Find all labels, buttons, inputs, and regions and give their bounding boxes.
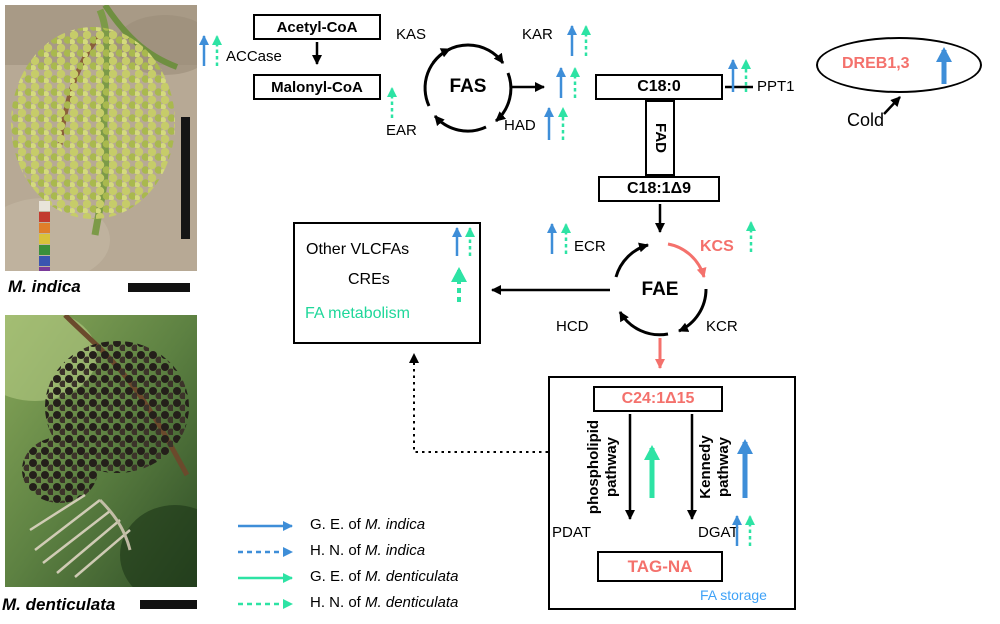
vlcfa-line2: CREs [348,271,390,288]
photo-bottom-label: M. denticulata [2,595,116,614]
legend-item-hn-indica: H. N. of M. indica [310,542,425,559]
node-tag-na: TAG-NA [597,551,723,582]
legend-item-ge-denticulata: G. E. of M. denticulata [310,568,458,585]
legend-arrows [238,521,293,609]
scale-bar-top [128,283,190,292]
enzyme-accase: ACCase [226,48,282,65]
node-c24-1d15: C24:1Δ15 [593,386,723,412]
dreb-ellipse [816,37,982,93]
legend-item-ge-indica: G. E. of M. indica [310,516,425,533]
enzyme-hcd: HCD [556,318,589,335]
node-fad [645,100,675,176]
node-c18-0: C18:0 [595,74,723,100]
legend-species: M. indica [365,542,426,559]
phospholipid-line1: phospholipid [585,419,602,515]
legend-prefix: G. E. of [310,568,366,585]
arrow-cold-to-dreb [883,96,901,115]
enzyme-kas: KAS [396,26,427,43]
photo-m-denticulata [5,315,197,587]
legend-prefix: H. N. of [310,542,366,559]
photo-top-label: M. indica [8,277,81,296]
legend-prefix: G. E. of [310,516,366,533]
kennedy-line2: pathway [715,437,732,498]
vlcfa-box [293,222,481,344]
enzyme-kar: KAR [522,26,553,43]
m-indica-photo-illustration [5,5,197,271]
enzyme-ecr: ECR [574,238,606,255]
legend-item-hn-denticulata: H. N. of M. denticulata [310,594,458,611]
fas-cycle-label: FAS [449,76,487,97]
enzyme-kcs: KCS [700,238,734,255]
node-acetyl-coa: Acetyl-CoA [253,14,381,40]
legend-prefix: H. N. of [310,594,366,611]
dried-inflorescence [29,493,132,578]
enzyme-pdat: PDAT [552,524,591,541]
gene-dreb: DREB1,3 [842,55,910,72]
m-denticulata-photo-illustration [5,315,197,587]
kennedy-line1: Kennedy [697,435,714,499]
kcs-red-arc [667,242,707,278]
dotted-arrow-storage-to-vlcfa [409,353,548,453]
fad-label: FAD [652,123,669,153]
enzyme-had: HAD [504,117,536,134]
fa-storage-label: FA storage [700,587,767,603]
phospholipid-line2: pathway [603,437,620,498]
node-malonyl-coa: Malonyl-CoA [253,74,381,100]
cold-label: Cold [847,110,885,130]
photo-m-indica [5,5,197,271]
photo-scale-bar-vertical [181,117,190,239]
vlcfa-line3: FA metabolism [305,305,410,322]
legend-species: M. denticulata [365,568,459,585]
vlcfa-line1: Other VLCFAs [306,241,410,258]
node-c18-1d9: C18:1Δ9 [598,176,720,202]
enzyme-kcr: KCR [706,318,738,335]
phospholipid-pathway-label: phospholipid pathway [585,419,621,515]
legend-species: M. indica [365,516,426,533]
scale-bar-bottom [140,600,197,609]
color-reference-strip [39,201,50,271]
enzyme-ppt1: PPT1 [757,78,795,95]
fae-cycle-label: FAE [641,279,679,300]
kennedy-pathway-label: Kennedy pathway [697,419,733,515]
enzyme-ear: EAR [386,122,417,139]
legend-species: M. denticulata [365,594,459,611]
enzyme-dgat: DGAT [698,524,739,541]
